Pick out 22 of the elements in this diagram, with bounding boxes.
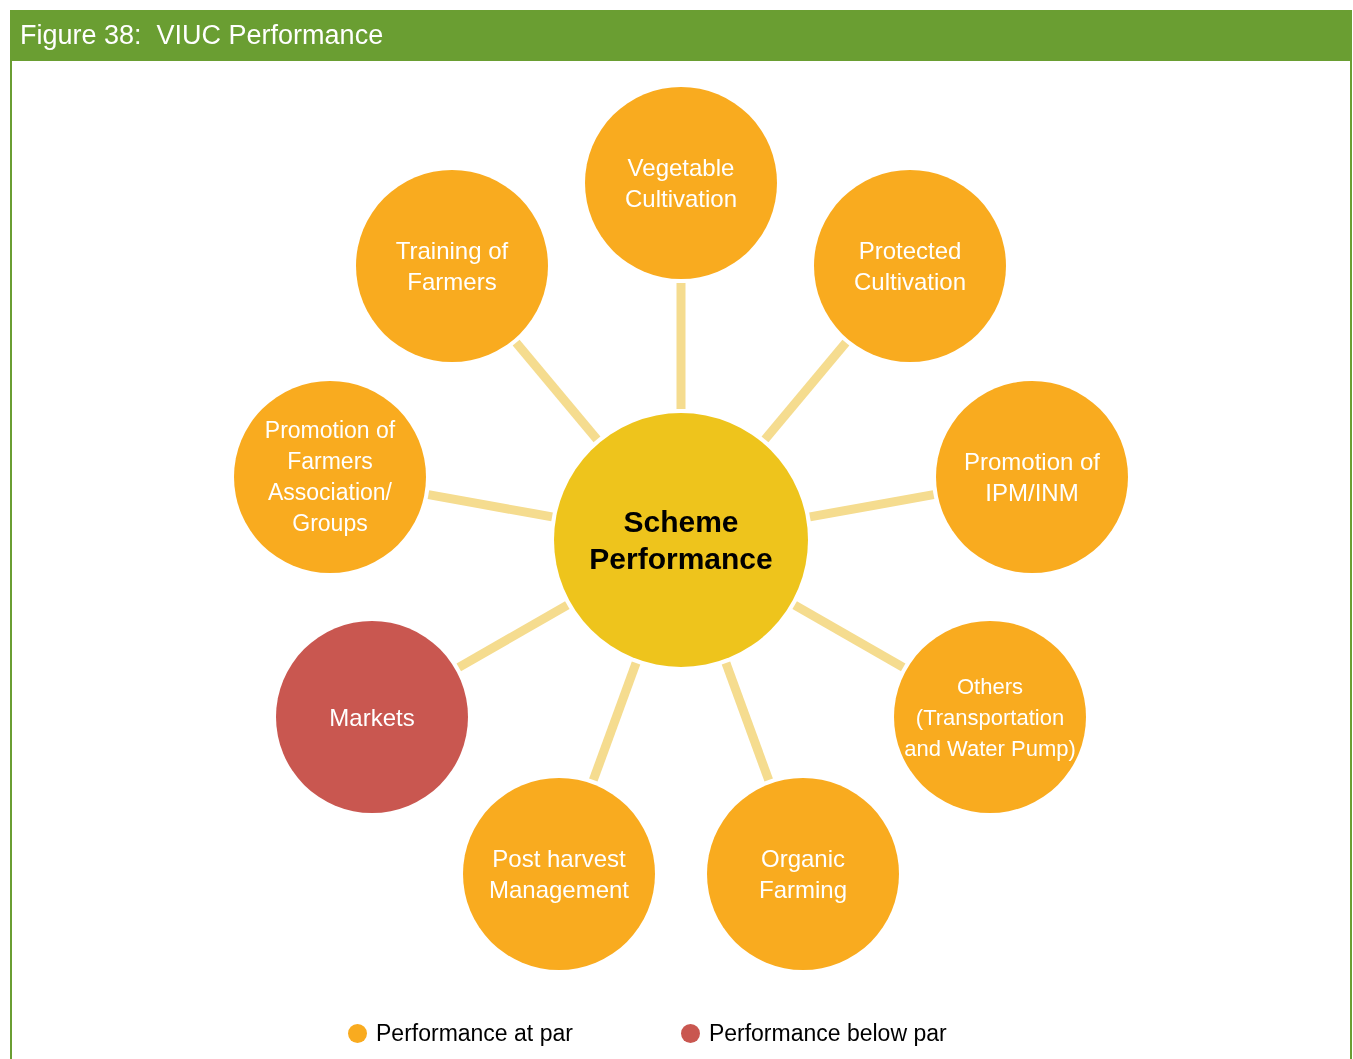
connector-line: [792, 601, 906, 672]
circle-label: Vegetable Cultivation: [623, 153, 739, 214]
circle-label: Promotion of Farmers Association/ Groups: [263, 416, 397, 538]
connector-line: [427, 490, 553, 522]
circle-label: Markets: [329, 702, 415, 733]
connector-line: [512, 339, 601, 443]
circle-label: Scheme Performance: [588, 504, 774, 577]
connector-line: [809, 490, 935, 522]
circle-label: Post harvest Management: [487, 844, 631, 905]
circle-label: Organic Farming: [758, 844, 848, 905]
connector-line: [676, 283, 686, 409]
circle-label: Promotion of IPM/INM: [962, 447, 1102, 508]
connector-line: [456, 601, 570, 672]
circle-label: Protected Cultivation: [852, 236, 968, 297]
figure-title: Figure 38: VIUC Performance: [20, 19, 384, 53]
connector-line: [761, 339, 850, 443]
circle-label: Training of Farmers: [394, 236, 510, 297]
legend-label: Performance at par: [376, 1019, 573, 1048]
circle-label: Others (Transportation and Water Pump): [903, 672, 1077, 763]
connector-line: [721, 661, 773, 782]
connector-line: [589, 661, 641, 782]
legend-label: Performance below par: [708, 1019, 947, 1048]
